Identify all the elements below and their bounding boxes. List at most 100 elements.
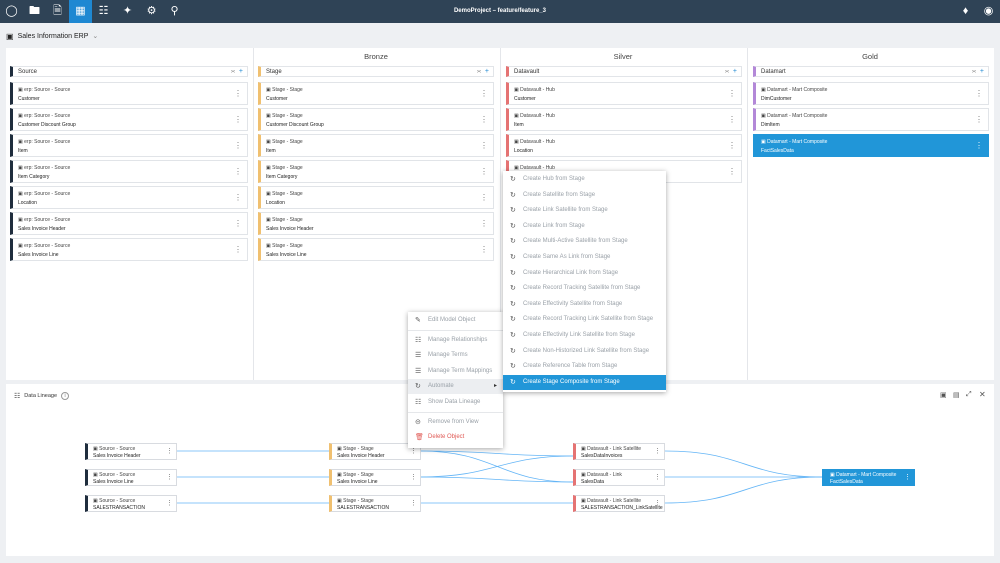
more-options-icon[interactable]: ⋮ xyxy=(410,448,417,455)
menu-show-data-lineage[interactable]: ☷Show Data Lineage xyxy=(408,395,503,410)
more-options-icon[interactable]: ⋮ xyxy=(480,245,488,254)
more-options-icon[interactable]: ⋮ xyxy=(480,167,488,176)
automate-option[interactable]: ↻Create Hub from Stage xyxy=(503,172,666,187)
app-logo-icon[interactable]: ◯ xyxy=(5,5,18,17)
automate-option[interactable]: ↻Create Multi-Active Satellite from Stag… xyxy=(503,234,666,249)
more-options-icon[interactable]: ⋮ xyxy=(728,89,736,98)
bell-icon[interactable]: ♦ xyxy=(962,5,969,17)
column-actions[interactable]: ›‹ + xyxy=(972,67,984,77)
more-options-icon[interactable]: ⋮ xyxy=(166,448,173,455)
add-icon[interactable]: + xyxy=(484,68,489,75)
add-icon[interactable]: + xyxy=(732,68,737,75)
expand-icon[interactable]: ⤢ xyxy=(966,391,972,398)
more-options-icon[interactable]: ⋮ xyxy=(480,115,488,124)
sparkle-icon[interactable]: ✦ xyxy=(122,5,133,17)
more-options-icon[interactable]: ⋮ xyxy=(654,448,661,455)
collapse-icon[interactable]: ›‹ xyxy=(972,69,977,75)
more-options-icon[interactable]: ⋮ xyxy=(166,500,173,507)
more-options-icon[interactable]: ⋮ xyxy=(728,167,736,176)
automate-option[interactable]: ↻Create Effectivity Link Satellite from … xyxy=(503,328,666,343)
close-icon[interactable]: ✕ xyxy=(979,390,986,399)
menu-remove-from-view[interactable]: ⊝Remove from View xyxy=(408,415,503,430)
automate-option[interactable]: ↻Create Link Satellite from Stage xyxy=(503,203,666,218)
column-actions[interactable]: ›‹ + xyxy=(231,67,243,77)
more-options-icon[interactable]: ⋮ xyxy=(234,167,242,176)
automate-option[interactable]: ↻Create Effectivity Satellite from Stage xyxy=(503,297,666,312)
automate-option[interactable]: ↻Create Hierarchical Link from Stage xyxy=(503,266,666,281)
account-icon[interactable]: ◉ xyxy=(983,5,994,17)
column-actions[interactable]: ›‹ + xyxy=(477,67,489,77)
add-icon[interactable]: + xyxy=(979,68,984,75)
model-selector[interactable]: ▣ Sales Information ERP ⌄ xyxy=(6,29,98,43)
more-options-icon[interactable]: ⋮ xyxy=(975,115,983,124)
menu-delete-object[interactable]: 🗑Delete Object xyxy=(408,430,503,445)
table-view-icon[interactable]: ▦ xyxy=(69,0,92,23)
menu-manage-terms[interactable]: ☰Manage Terms xyxy=(408,348,503,363)
chevron-down-icon[interactable]: ⌄ xyxy=(92,33,99,40)
more-options-icon[interactable]: ⋮ xyxy=(480,219,488,228)
more-options-icon[interactable]: ⋮ xyxy=(166,474,173,481)
more-options-icon[interactable]: ⋮ xyxy=(234,193,242,202)
menu-edit-model-object[interactable]: ✎Edit Model Object xyxy=(408,313,503,328)
automate-option[interactable]: ↻Create Reference Table from Stage xyxy=(503,359,666,374)
automate-option[interactable]: ↻Create Record Tracking Satellite from S… xyxy=(503,281,666,296)
automate-option[interactable]: ↻Create Non-Historized Link Satellite fr… xyxy=(503,344,666,359)
more-options-icon[interactable]: ⋮ xyxy=(234,89,242,98)
menu-manage-relationships[interactable]: ☷Manage Relationships xyxy=(408,333,503,348)
export-icon[interactable]: ▤ xyxy=(953,392,960,399)
gear-icon[interactable]: ⚙ xyxy=(146,5,157,17)
more-options-icon[interactable]: ⋮ xyxy=(480,193,488,202)
more-options-icon[interactable]: ⋮ xyxy=(410,474,417,481)
collapse-icon[interactable]: ›‹ xyxy=(231,69,236,75)
more-options-icon[interactable]: ⋮ xyxy=(654,474,661,481)
info-icon[interactable]: i xyxy=(61,392,70,400)
collapse-icon[interactable]: ›‹ xyxy=(725,69,730,75)
fit-view-icon[interactable]: ▣ xyxy=(940,392,947,399)
folder-icon[interactable]: 🖿 xyxy=(29,5,40,17)
more-options-icon[interactable]: ⋮ xyxy=(654,500,661,507)
more-options-icon[interactable]: ⋮ xyxy=(728,141,736,150)
automate-option[interactable]: ↻Create Record Tracking Link Satellite f… xyxy=(503,312,666,327)
more-options-icon[interactable]: ⋮ xyxy=(410,500,417,507)
more-options-icon[interactable]: ⋮ xyxy=(480,141,488,150)
search-icon[interactable]: ⚲ xyxy=(170,5,179,17)
more-options-icon[interactable]: ⋮ xyxy=(234,245,242,254)
automate-option[interactable]: ↻Create Stage Composite from Stage xyxy=(503,374,666,390)
more-options-icon[interactable]: ⋮ xyxy=(234,115,242,124)
automate-option[interactable]: ↻Create Satellite from Stage xyxy=(503,188,666,203)
automate-option[interactable]: ↻Create Link from Stage xyxy=(503,219,666,234)
more-options-icon[interactable]: ⋮ xyxy=(904,474,911,481)
menu-automate[interactable]: ↻Automate▸ xyxy=(408,379,503,394)
more-options-icon[interactable]: ⋮ xyxy=(975,141,983,150)
